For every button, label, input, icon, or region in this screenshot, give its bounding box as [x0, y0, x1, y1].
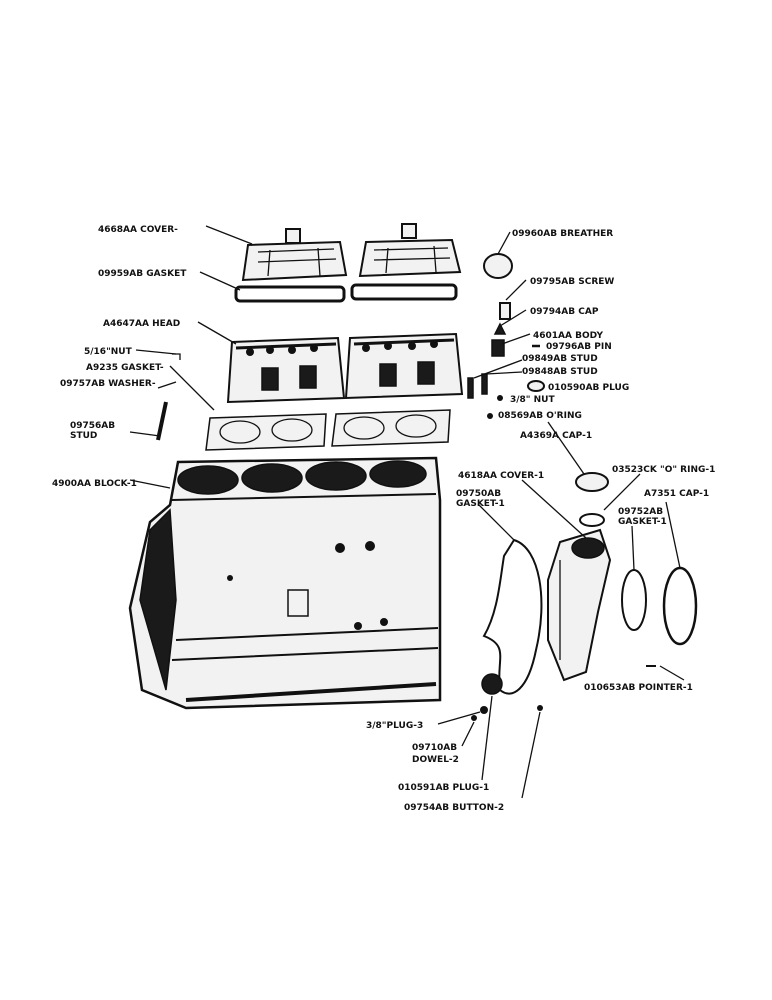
o-ring-03523 — [579, 513, 605, 527]
label-gasket-09752: 09752AB — [618, 507, 663, 517]
label-stud-09848: 09848AB STUD — [522, 367, 598, 377]
label-washer: 09757AB WASHER- — [60, 379, 156, 389]
label-breather: 09960AB BREATHER — [512, 229, 613, 239]
screw-part — [499, 302, 511, 320]
label-gasket-a9235: A9235 GASKET- — [86, 363, 164, 373]
timing-cover — [547, 528, 612, 682]
label-cap: 09794AB CAP — [530, 307, 599, 317]
label-gasket-09750: 09750AB — [456, 489, 501, 499]
label-plug-010591: 010591AB PLUG-1 — [398, 783, 489, 793]
cylinder-head-right — [344, 332, 464, 400]
stud-09849-part — [467, 377, 474, 399]
label-plug-010590: 010590AB PLUG — [548, 383, 629, 393]
label-plug-38: 3/8"PLUG-3 — [366, 721, 423, 731]
label-screw: 09795AB SCREW — [530, 277, 614, 287]
label-stud-09849: 09849AB STUD — [522, 354, 598, 364]
breather-part — [483, 253, 513, 279]
button-part — [537, 705, 543, 711]
cover-gasket-left — [234, 285, 346, 303]
oil-filler-cap — [575, 472, 609, 492]
valve-cover-right — [358, 223, 462, 278]
label-head: A4647AA HEAD — [103, 319, 180, 329]
label-gasket-09752-b: GASKET-1 — [618, 517, 667, 527]
plug-010591-part — [481, 673, 503, 695]
label-cover: 4668AA COVER- — [98, 225, 178, 235]
label-stud-09756: 09756AB — [70, 421, 115, 431]
label-gasket-09750-b: GASKET-1 — [456, 499, 505, 509]
label-oring-03523: 03523CK "O" RING-1 — [612, 465, 715, 475]
label-dowel: 09710AB — [412, 743, 457, 753]
label-dowel-b: DOWEL-2 — [412, 755, 459, 765]
body-part — [491, 339, 505, 357]
plug-010590-part — [527, 380, 545, 392]
label-pointer: 010653AB POINTER-1 — [584, 683, 693, 693]
head-gasket-left — [205, 413, 327, 451]
cover-gasket-right — [350, 283, 458, 301]
label-block: 4900AA BLOCK-1 — [52, 479, 137, 489]
stud-09848-part — [481, 373, 488, 395]
valve-cover-left — [241, 228, 348, 282]
dowel-part — [471, 715, 477, 721]
leader-lines — [129, 225, 685, 799]
nut-38-part — [497, 395, 503, 401]
cap-a7351 — [662, 566, 698, 646]
label-pin: 09796AB PIN — [546, 342, 612, 352]
gasket-09752 — [621, 569, 647, 631]
cap-part — [493, 322, 507, 335]
label-nut: 5/16"NUT — [84, 347, 133, 357]
label-body: 4601AA BODY — [533, 331, 603, 341]
label-button: 09754AB BUTTON-2 — [404, 803, 504, 813]
head-gasket-right — [331, 409, 451, 447]
label-nut-38: 3/8" NUT — [510, 395, 555, 405]
cylinder-head-left — [226, 336, 346, 404]
label-gasket-cover: 09959AB GASKET — [98, 269, 187, 279]
label-stud-word: STUD — [70, 431, 97, 441]
plug-38-part — [480, 706, 488, 714]
label-cover-4618: 4618AA COVER-1 — [458, 471, 544, 481]
label-cap-a4369: A4369A CAP-1 — [520, 431, 592, 441]
oring-part — [487, 413, 493, 419]
engine-block — [128, 456, 442, 710]
label-oring: 08569AB O'RING — [498, 411, 582, 421]
timing-gasket-09750 — [482, 538, 543, 695]
label-cap-a7351: A7351 CAP-1 — [644, 489, 709, 499]
